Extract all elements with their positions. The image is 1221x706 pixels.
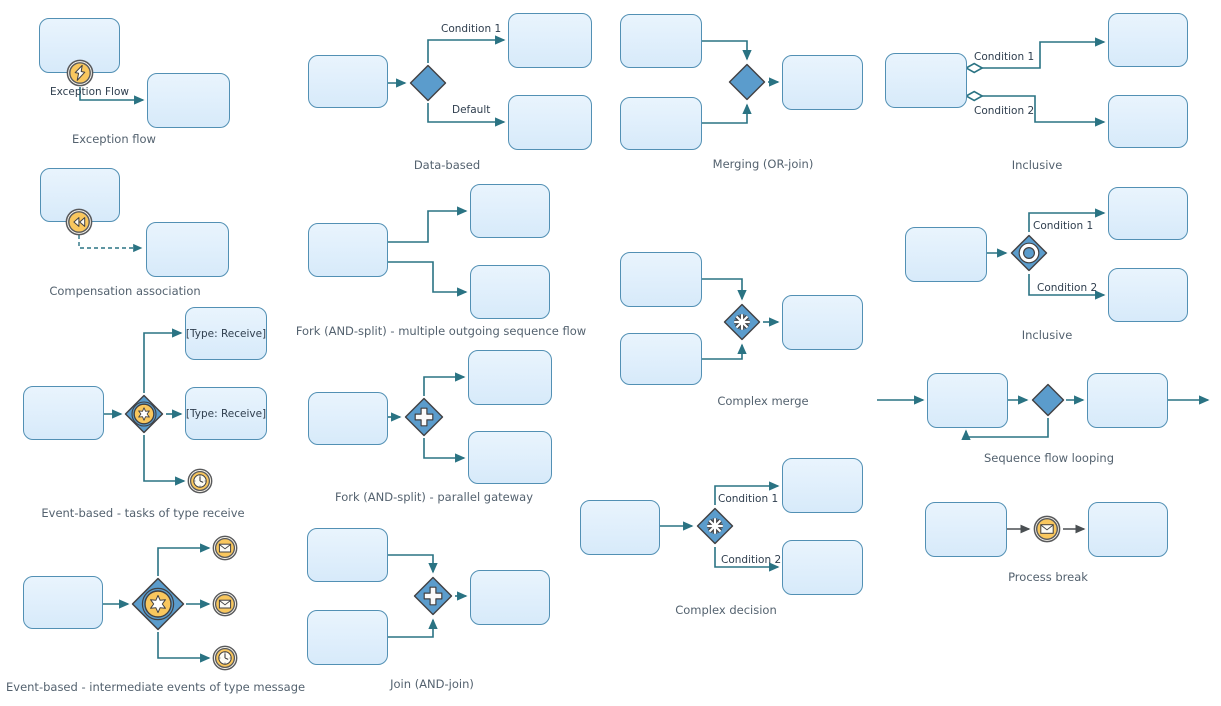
diagram-caption: Event-based - intermediate events of typ… [6,680,306,694]
exclusive-gateway [728,63,766,101]
task-node [508,13,592,68]
diagram-caption: Fork (AND-split) - parallel gateway [334,490,533,504]
task-node [146,222,229,277]
task-node [470,265,550,319]
plus-gateway-icon [404,397,444,437]
exclusive-gateway [409,64,447,102]
parallel-gateway [404,397,444,437]
task-node [470,184,550,238]
asterisk-gateway-icon [723,303,761,341]
task-node [782,540,863,595]
diagram-caption: Fork (AND-split) - multiple outgoing seq… [295,324,587,338]
diagram-caption: Data-based [413,158,481,172]
fork-multiple-connectors [388,206,468,297]
diamond-gateway-icon [728,63,766,101]
branch-label: Condition 2 [1037,282,1098,294]
task-node [1087,373,1168,428]
task-node [508,95,592,150]
event-based-gateway [131,577,185,631]
plus-gateway-icon [413,576,453,616]
compensation-association-connectors [78,235,143,253]
task-node [308,223,388,277]
message-intermediate-event [212,535,238,561]
asterisk-gateway-icon [696,507,734,545]
diagram-caption: Complex merge [717,394,809,408]
exclusive-gateway [1031,383,1065,417]
diagram-caption: Join (AND-join) [390,677,474,691]
task-node [468,350,552,405]
task-node [470,570,550,625]
branch-label: Condition 1 [441,23,502,35]
circle-gateway-icon [1010,234,1048,272]
branch-label: Condition 2 [721,554,782,566]
timer-intermediate-event [212,645,238,671]
task-node: [Type: Receive] [185,387,267,440]
message-intermediate-event [1033,515,1061,543]
task-node [23,576,103,629]
complex-gateway [723,303,761,341]
diagram-caption: Merging (OR-join) [712,157,814,171]
star-gateway-icon [131,577,185,631]
envelope-icon [212,591,238,617]
envelope-icon [1033,515,1061,543]
envelope-icon [212,535,238,561]
task-node [307,528,388,582]
branch-label: Condition 1 [718,493,779,505]
diagram-caption: Exception flow [72,132,156,146]
task-node [580,500,660,555]
timer-intermediate-event [187,468,213,494]
task-node [1108,268,1188,322]
branch-label: Default [452,104,491,116]
diagram-caption: Sequence flow looping [983,451,1115,465]
task-node [1088,502,1168,557]
task-node [905,227,987,282]
task-node [308,392,388,445]
diagram-caption: Inclusive [1021,328,1073,342]
diamond-gateway-icon [1031,383,1065,417]
branch-label: Condition 1 [1033,220,1094,232]
clock-icon [212,645,238,671]
task-label: [Type: Receive] [185,327,267,340]
flow-label: Exception Flow [50,86,129,98]
lightning-icon [66,59,94,87]
task-node [620,333,702,385]
branch-label: Condition 1 [974,51,1035,63]
task-node [620,14,702,68]
diagram-caption: Process break [1008,570,1088,584]
parallel-gateway [413,576,453,616]
diagram-caption: Compensation association [49,284,201,298]
compensation-intermediate-event [65,208,93,236]
branch-label: Condition 2 [974,105,1035,117]
inclusive-gateway [1010,234,1048,272]
star-gateway-icon [124,394,164,434]
task-node [1108,187,1188,240]
diamond-gateway-icon [409,64,447,102]
task-node [1108,95,1188,148]
task-node [925,502,1007,557]
error-intermediate-event [66,59,94,87]
task-node [307,610,388,665]
task-node [308,55,388,108]
task-node [23,386,104,440]
event-based-gateway [124,394,164,434]
task-node [782,458,863,513]
message-intermediate-event [212,591,238,617]
task-node [620,252,702,307]
task-node [782,55,863,110]
task-node [147,73,230,128]
task-node [468,431,552,484]
task-node [782,295,863,350]
task-node [620,97,702,150]
task-node [885,53,967,108]
rewind-icon [65,208,93,236]
task-node [927,373,1008,428]
diagram-caption: Inclusive [1011,158,1063,172]
task-node: [Type: Receive] [185,307,267,360]
task-label: [Type: Receive] [185,407,267,420]
complex-gateway [696,507,734,545]
task-node [1108,13,1188,67]
diagram-caption: Event-based - tasks of type receive [41,506,245,520]
diagram-caption: Complex decision [675,603,777,617]
clock-icon [187,468,213,494]
